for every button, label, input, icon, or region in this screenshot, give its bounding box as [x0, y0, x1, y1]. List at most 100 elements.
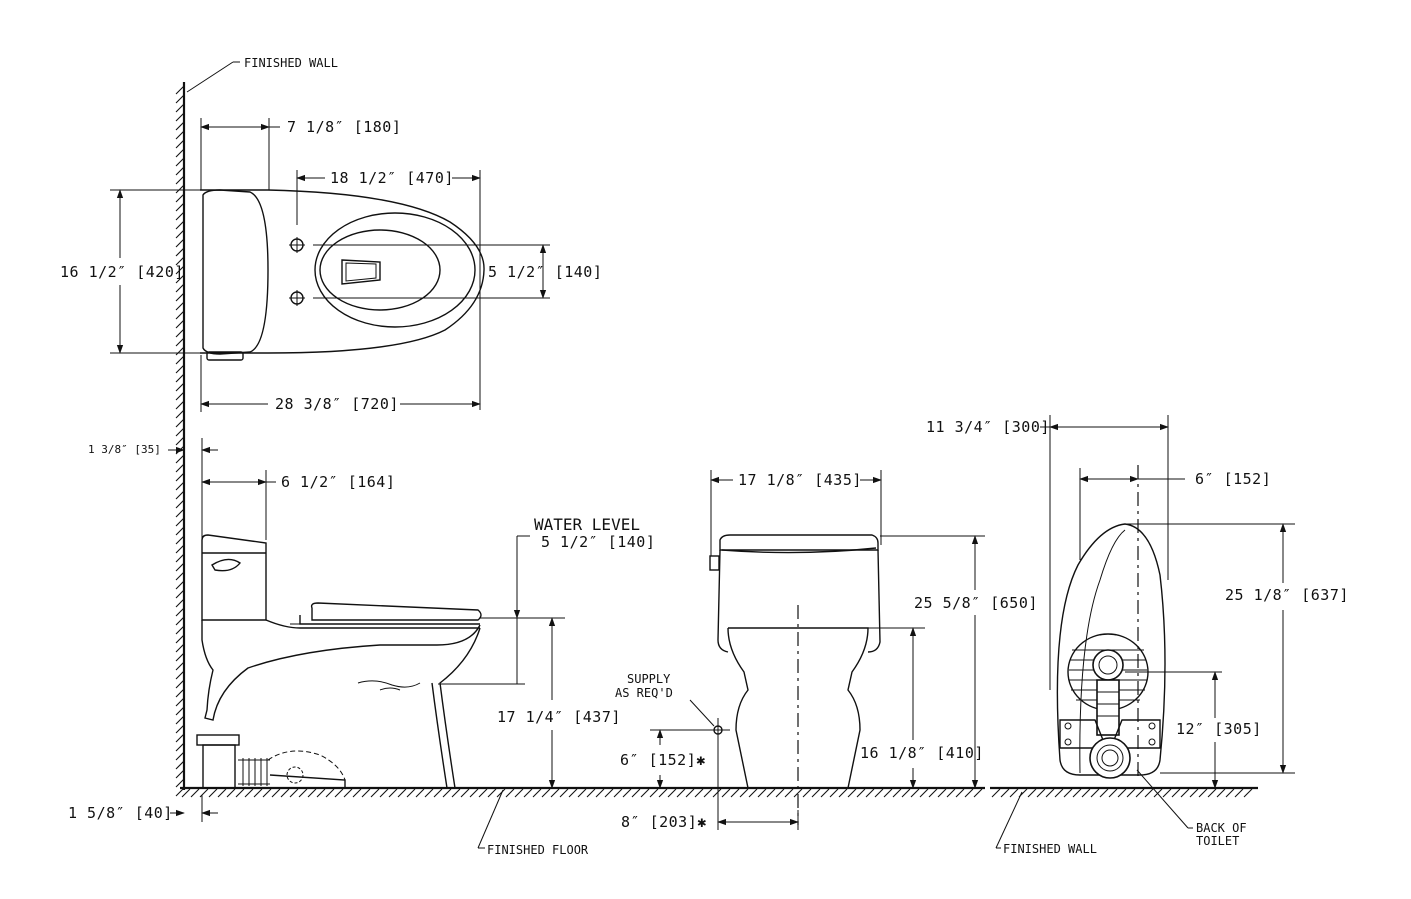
- wall-hatch-line: [175, 184, 185, 194]
- wall-hatch-line: [175, 94, 185, 104]
- floor-hatch-line: [883, 788, 893, 798]
- floor-hatch-line: [280, 788, 290, 798]
- floor-hatch-line: [307, 788, 317, 798]
- dim-rough-in: 12″ [305]: [1176, 720, 1262, 738]
- wall-hatch-line: [175, 715, 185, 725]
- floor-hatch-line: [1090, 788, 1100, 798]
- floor-hatch-line: [1063, 788, 1073, 798]
- floor-hatch-line: [415, 788, 425, 798]
- wall-hatch-line: [175, 157, 185, 167]
- floor-hatch-line: [892, 788, 902, 798]
- floor-hatch-line: [460, 788, 470, 798]
- floor-hatch-line: [433, 788, 443, 798]
- floor-hatch-line: [910, 788, 920, 798]
- wall-hatch-line: [175, 436, 185, 446]
- wall-hatch-line: [175, 760, 185, 770]
- floor-hatch-line: [199, 788, 209, 798]
- wall-hatch-line: [175, 571, 185, 581]
- floor-hatch-line: [928, 788, 938, 798]
- floor-hatch-line: [1162, 788, 1172, 798]
- wall-hatch-line: [175, 85, 185, 95]
- floor-hatch-line: [361, 788, 371, 798]
- floor-hatch-line: [352, 788, 362, 798]
- dim-supply-height: 6″ [152]✱: [620, 751, 706, 769]
- floor-hatch-line: [442, 788, 452, 798]
- wall-hatch-line: [175, 751, 185, 761]
- floor-hatch-line: [298, 788, 308, 798]
- wall-hatch-line: [175, 274, 185, 284]
- rear-view: [1056, 465, 1166, 780]
- floor-hatch-line: [1144, 788, 1154, 798]
- floor-hatch-line: [604, 788, 614, 798]
- floor-hatch-line: [703, 788, 713, 798]
- wall-hatch-line: [175, 679, 185, 689]
- wall-hatch-line: [175, 247, 185, 257]
- dim-front-height: 25 5/8″ [650]: [914, 594, 1038, 612]
- floor-hatch-line: [217, 788, 227, 798]
- water-level-title: WATER LEVEL: [534, 515, 640, 534]
- dim-bolt-spacing: 5 1/2″ [140]: [488, 263, 602, 281]
- floor-hatch-line: [1027, 788, 1037, 798]
- wall-hatch-line: [175, 193, 185, 203]
- floor-hatch-line: [1180, 788, 1190, 798]
- floor-hatch-line: [1099, 788, 1109, 798]
- wall-hatch-line: [175, 481, 185, 491]
- floor-hatch-line: [532, 788, 542, 798]
- wall-hatch-line: [175, 229, 185, 239]
- wall-hatch-line: [175, 508, 185, 518]
- water-level-value: 5 1/2″ [140]: [541, 533, 655, 551]
- floor-hatch-line: [541, 788, 551, 798]
- floor-hatch-line: [685, 788, 695, 798]
- wall-hatch-line: [175, 382, 185, 392]
- floor-hatch-line: [1198, 788, 1208, 798]
- dim-wall-to-outlet: 7 1/8″ [180]: [287, 118, 401, 136]
- wall-hatch-line: [175, 490, 185, 500]
- wall-hatch-line: [175, 166, 185, 176]
- floor-hatch-line: [919, 788, 929, 798]
- floor-hatch-line: [793, 788, 803, 798]
- wall-hatch-line: [175, 643, 185, 653]
- floor-hatch-line: [559, 788, 569, 798]
- finished-floor: [180, 786, 1258, 798]
- floor-hatch-line: [955, 788, 965, 798]
- wall-hatch-line: [175, 121, 185, 131]
- wall-hatch-line: [175, 562, 185, 572]
- dim-overall-length: 28 3/8″ [720]: [275, 395, 399, 413]
- floor-hatch-line: [397, 788, 407, 798]
- floor-hatch-line: [865, 788, 875, 798]
- floor-hatch-line: [739, 788, 749, 798]
- wall-hatch-line: [175, 328, 185, 338]
- floor-hatch-line: [388, 788, 398, 798]
- wall-hatch-line: [175, 391, 185, 401]
- wall-hatch-line: [175, 364, 185, 374]
- floor-hatch-line: [811, 788, 821, 798]
- floor-hatch-line: [856, 788, 866, 798]
- wall-hatch-line: [175, 625, 185, 635]
- floor-hatch-line: [505, 788, 515, 798]
- wall-hatch-line: [175, 544, 185, 554]
- back-of-toilet-label-2: TOILET: [1196, 834, 1239, 848]
- floor-hatch-line: [1171, 788, 1181, 798]
- wall-hatch-line: [175, 103, 185, 113]
- floor-hatch-line: [568, 788, 578, 798]
- wall-hatch-line: [175, 724, 185, 734]
- floor-hatch-line: [757, 788, 767, 798]
- dim-rim-height: 17 1/4″ [437]: [497, 708, 621, 726]
- floor-hatch-line: [1054, 788, 1064, 798]
- wall-hatch-line: [175, 175, 185, 185]
- floor-hatch-line: [181, 788, 191, 798]
- floor-hatch-line: [550, 788, 560, 798]
- floor-hatch-line: [964, 788, 974, 798]
- wall-hatch-line: [175, 283, 185, 293]
- floor-hatch-line: [235, 788, 245, 798]
- floor-hatch-line: [1225, 788, 1235, 798]
- wall-hatch-line: [175, 139, 185, 149]
- dim-supply-offset: 8″ [203]✱: [621, 813, 707, 831]
- floor-hatch-line: [271, 788, 281, 798]
- wall-hatch-line: [175, 598, 185, 608]
- floor-hatch-line: [1234, 788, 1244, 798]
- floor-hatch-line: [748, 788, 758, 798]
- wall-hatch-line: [175, 292, 185, 302]
- floor-hatch-line: [487, 788, 497, 798]
